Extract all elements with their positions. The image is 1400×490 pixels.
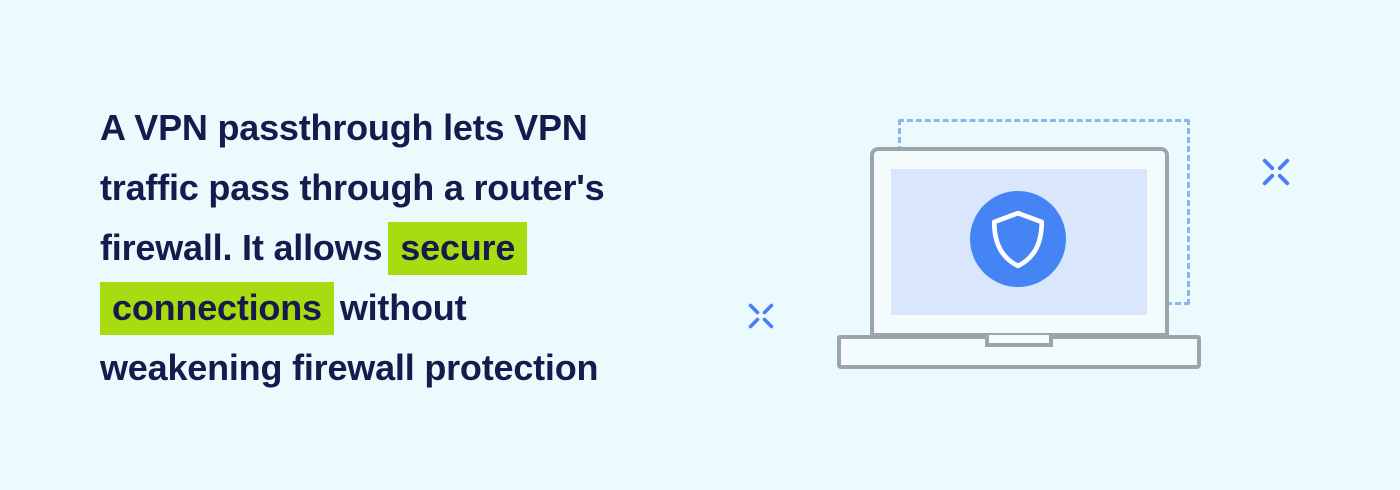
text-segment: weakening firewall protection [100,347,599,388]
description-text: A VPN passthrough lets VPN traffic pass … [100,98,700,398]
laptop-notch [985,335,1053,347]
sparkle-icon [748,303,774,329]
shield-icon [991,210,1045,269]
text-line-2: traffic pass through a router's [100,158,700,218]
text-segment: without [339,287,467,328]
text-segment: firewall. It allows [100,227,383,268]
shield-outline [991,210,1045,269]
sparkle-icon [1262,158,1290,186]
text-line-1: A VPN passthrough lets VPN [100,98,700,158]
text-segment: A VPN passthrough lets VPN [100,107,588,148]
text-segment: traffic pass through a router's [100,167,605,208]
highlighted-text-connections: connections [100,282,334,335]
highlighted-text-secure: secure [388,222,528,275]
text-line-5: weakening firewall protection [100,338,700,398]
shield-badge [970,191,1066,287]
